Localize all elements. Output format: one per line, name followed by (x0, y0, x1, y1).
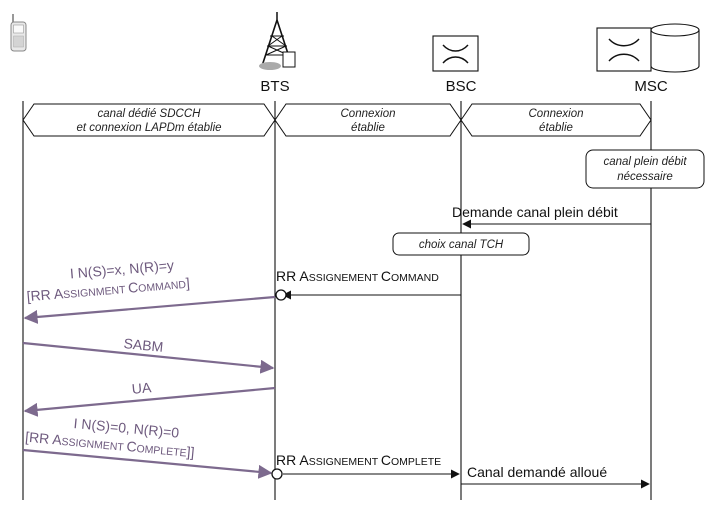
phase-bsc-msc-box (460, 103, 652, 137)
msc-note-line1: canal plein débit (603, 156, 687, 168)
msc-note-box (585, 149, 705, 189)
bsc-note-box (392, 232, 530, 256)
demande-label: Demande canal plein débit (452, 204, 618, 220)
rr-command-label: RR ASSIGNEMENT COMMAND (276, 268, 439, 284)
i-command-arrow (23, 295, 276, 324)
phase-sdcch-line1: canal dédié SDCCH (98, 108, 202, 120)
mobile-phone-icon (10, 14, 27, 52)
rr-assignment-complete-label: [RR ASSIGNMENT COMPLETE]] (25, 429, 196, 461)
bts-label: BTS (260, 78, 289, 95)
sabm-label: SABM (123, 335, 164, 355)
antenna-tower-icon (259, 12, 296, 70)
phase-bts-bsc-line2: établie (351, 122, 385, 134)
rr-complete-circle-bts (271, 468, 283, 480)
phase-bsc-msc-line2: établie (539, 122, 573, 134)
i-complete-label: I N(S)=0, N(R)=0 (73, 415, 180, 441)
database-icon (650, 23, 700, 73)
sabm-arrow (22, 341, 275, 374)
i-complete-arrow (22, 448, 273, 479)
ua-arrow (23, 386, 276, 417)
i-command-label: I N(S)=x, N(R)=y (69, 257, 174, 282)
phase-bsc-msc-line1: Connexion (529, 108, 584, 120)
phase-sdcch-line2: et connexion LAPDm établie (76, 122, 221, 134)
ua-label: UA (131, 379, 153, 397)
rr-command-circle (275, 289, 287, 301)
rr-assignment-command-label: [RR ASSIGNMENT COMMAND] (26, 275, 190, 305)
i-command-labels: I N(S)=x, N(R)=y [RR ASSIGNMENT COMMAND] (26, 257, 190, 305)
bsc-note-text: choix canal TCH (419, 239, 504, 251)
msc-switch-icon (596, 27, 652, 72)
msc-note-line2: nécessaire (617, 171, 673, 183)
msc-label: MSC (634, 78, 668, 95)
phase-bts-bsc-line1: Connexion (341, 108, 396, 120)
alloue-label: Canal demandé alloué (467, 464, 607, 480)
bsc-switch-icon (432, 35, 479, 72)
bsc-label: BSC (446, 78, 477, 95)
rr-complete-label: RR ASSIGNEMENT COMPLETE (276, 452, 441, 468)
